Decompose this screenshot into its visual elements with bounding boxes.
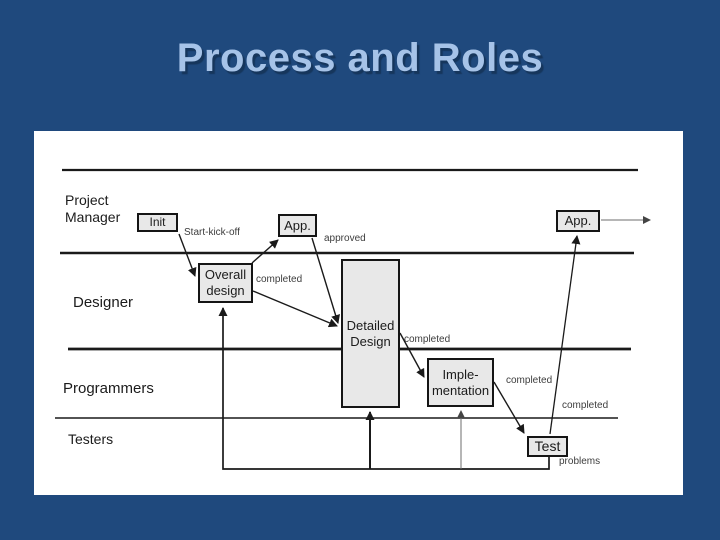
edge-label-completed-implementation: completed bbox=[506, 375, 553, 386]
edge-label-problems: problems bbox=[559, 456, 601, 467]
process-box-detailed-design: Detailed Design bbox=[341, 259, 400, 408]
process-box-implementation: Imple-mentation bbox=[427, 358, 494, 407]
edge-label-completed-detailed: completed bbox=[404, 334, 451, 345]
process-box-overall-design: Overall design bbox=[198, 263, 253, 303]
edge-label-completed-overall: completed bbox=[256, 274, 303, 285]
lane-label-testers: Testers bbox=[68, 431, 114, 447]
edge-label-approved: approved bbox=[324, 233, 366, 244]
lane-label-programmers: Programmers bbox=[63, 380, 154, 397]
edge-label-start-kick-off: Start-kick-off bbox=[184, 227, 240, 238]
lane-label-designer: Designer bbox=[73, 294, 134, 311]
lane-label-project-manager: Project Manager bbox=[65, 192, 121, 225]
process-box-init: Init bbox=[137, 213, 178, 232]
process-box-app-2: App. bbox=[556, 210, 600, 232]
slide-title: Process and Roles bbox=[176, 36, 544, 80]
process-box-app-1: App. bbox=[278, 214, 317, 237]
edge-label-completed-test: completed bbox=[562, 400, 609, 411]
process-box-test: Test bbox=[527, 436, 568, 457]
